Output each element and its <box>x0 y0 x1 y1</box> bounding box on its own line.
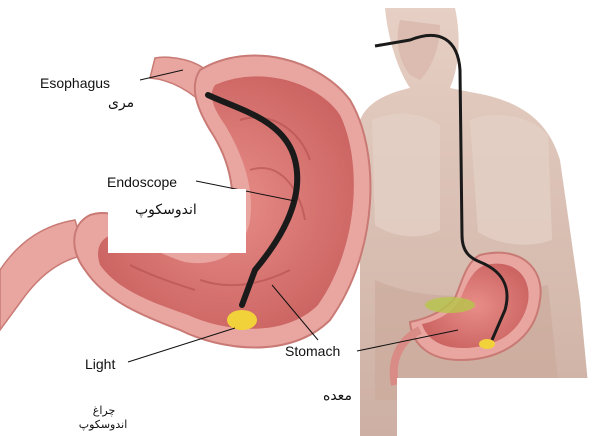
light-label: Light <box>85 356 115 372</box>
stomach-label-fa: معده <box>323 388 352 404</box>
endoscope-label: Endoscope <box>107 174 177 190</box>
light-label-fa-line1: چراغ <box>84 404 124 418</box>
esophagus-label-fa: مری <box>108 95 134 111</box>
endoscope-label-fa: اندوسکوپ <box>135 202 197 218</box>
esophagus-label: Esophagus <box>40 75 110 91</box>
light-leader <box>128 328 235 362</box>
stomach-label: Stomach <box>285 343 340 359</box>
endoscope-light <box>227 310 257 330</box>
light-label-fa-line2: اندوسکوپ <box>66 418 140 432</box>
endoscope-label-patch <box>108 189 246 253</box>
stomach-label-patch <box>397 378 593 436</box>
